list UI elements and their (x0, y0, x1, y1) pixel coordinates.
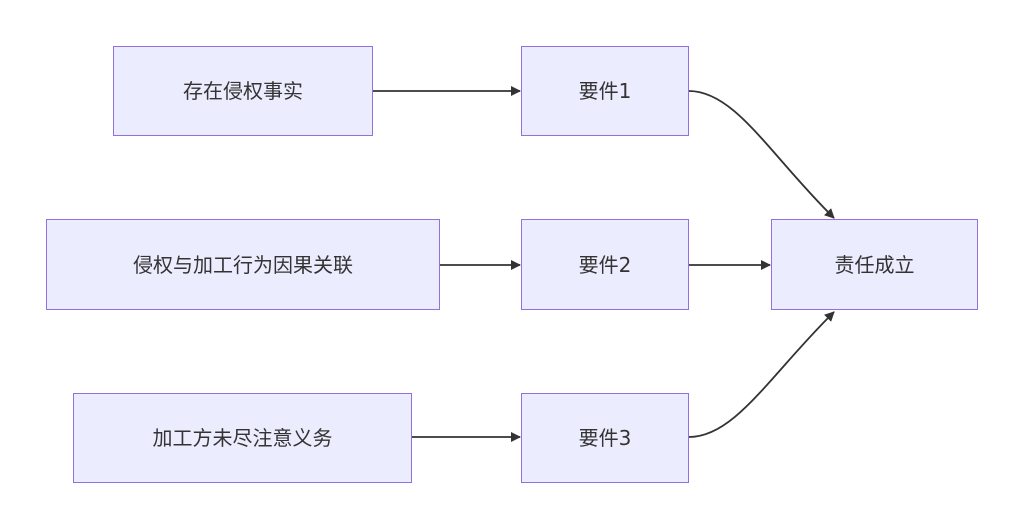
node-label: 存在侵权事实 (183, 79, 303, 103)
node-label: 要件1 (578, 79, 632, 103)
node-label: 要件3 (578, 426, 632, 450)
node-element-1: 要件1 (521, 46, 689, 136)
node-causal-link: 侵权与加工行为因果关联 (46, 219, 440, 310)
edge-e3-to-r (688, 311, 835, 438)
node-label: 侵权与加工行为因果关联 (133, 252, 353, 277)
node-label: 加工方未尽注意义务 (152, 426, 333, 450)
node-label: 责任成立 (834, 252, 915, 277)
node-element-3: 要件3 (521, 393, 689, 483)
node-element-2: 要件2 (521, 219, 689, 310)
node-duty-of-care: 加工方未尽注意义务 (73, 393, 412, 483)
node-label: 要件2 (578, 252, 632, 277)
node-infringement-fact: 存在侵权事实 (113, 46, 373, 136)
edge-e1-to-r (688, 90, 835, 219)
node-liability-established: 责任成立 (771, 219, 978, 310)
